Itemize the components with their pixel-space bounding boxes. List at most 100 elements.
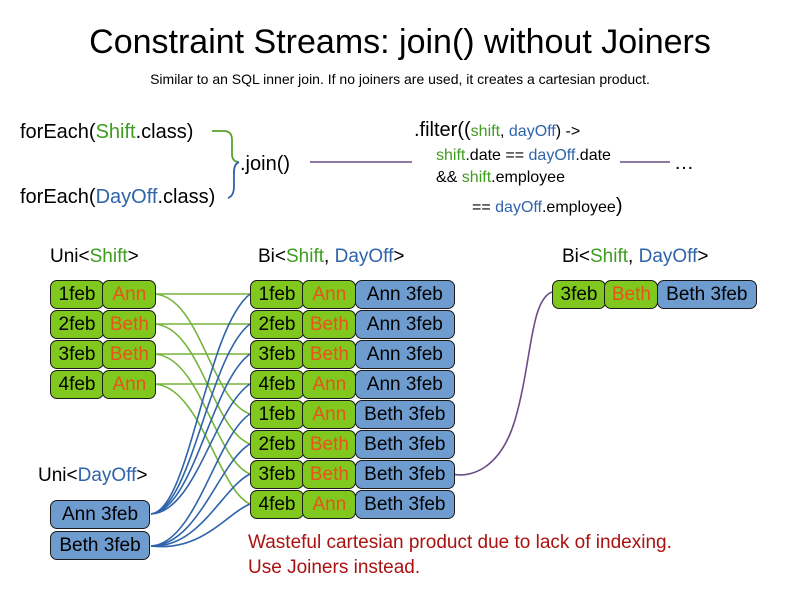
filter-l4-employee: .employee bbox=[541, 199, 616, 216]
filter-l2-date: .date bbox=[575, 147, 611, 164]
dayoff-cell: Beth 3feb bbox=[354, 490, 455, 519]
foreach-dayoff-suffix: .class) bbox=[157, 186, 216, 208]
bi-joined-row: 4feb Ann Beth 3feb bbox=[250, 490, 455, 519]
filter-l3-employee: .employee bbox=[491, 169, 565, 186]
shift-date-cell: 3feb bbox=[250, 460, 304, 489]
uni-shift-row: 4feb Ann bbox=[50, 370, 157, 399]
shift-employee-cell: Beth bbox=[604, 280, 659, 309]
uni-dayoff-header: Uni<DayOff> bbox=[38, 465, 148, 487]
uni-shift-row: 1feb Ann bbox=[50, 280, 157, 309]
foreach-dayoff-type: DayOff bbox=[95, 186, 158, 208]
shift-date-cell: 4feb bbox=[250, 490, 304, 519]
filter-l2-dayoff: dayOff bbox=[528, 147, 576, 164]
foreach-shift-prefix: forEach( bbox=[20, 121, 96, 143]
shift-employee-cell: Ann bbox=[302, 400, 357, 429]
warning-note: Wasteful cartesian product due to lack o… bbox=[248, 530, 708, 580]
bi-joined-row: 2feb Beth Ann 3feb bbox=[250, 310, 455, 339]
shift-employee-cell: Beth bbox=[302, 460, 357, 489]
filter-line-3: && shift.employee bbox=[436, 168, 622, 188]
shift-date-cell: 3feb bbox=[250, 340, 304, 369]
foreach-shift-code: forEach(Shift.class) bbox=[20, 120, 193, 144]
filter-l2-date-eq: .date == bbox=[465, 147, 529, 164]
shift-date-cell: 4feb bbox=[250, 370, 304, 399]
bi-filtered-comma: , bbox=[628, 246, 639, 267]
uni-dayoff-row: Beth 3feb bbox=[50, 531, 150, 560]
shift-employee-cell: Ann bbox=[302, 370, 357, 399]
filter-code: .filter((shift, dayOff) -> shift.date ==… bbox=[414, 118, 622, 218]
filter-l2-shift: shift bbox=[436, 147, 466, 164]
uni-shift-prefix: Uni< bbox=[50, 246, 90, 267]
bi-filtered-type1: Shift bbox=[590, 246, 629, 267]
shift-date-cell: 2feb bbox=[50, 310, 104, 339]
uni-shift-type: Shift bbox=[89, 246, 128, 267]
page-subtitle: Similar to an SQL inner join. If no join… bbox=[150, 71, 650, 87]
filter-l4-dayoff: dayOff bbox=[495, 199, 542, 216]
bi-filtered-header: Bi<Shift, DayOff> bbox=[562, 246, 708, 268]
dayoff-cell: Ann 3feb bbox=[354, 340, 455, 369]
shift-employee-cell: Ann bbox=[102, 280, 157, 309]
dayoff-cell: Ann 3feb bbox=[354, 310, 455, 339]
shift-employee-cell: Beth bbox=[102, 340, 157, 369]
filter-l3-and: && bbox=[436, 169, 462, 186]
dayoff-cell: Beth 3feb bbox=[354, 460, 455, 489]
dayoff-cell: Beth 3feb bbox=[656, 280, 757, 309]
shift-employee-cell: Ann bbox=[302, 280, 357, 309]
uni-dayoff-prefix: Uni< bbox=[38, 465, 78, 486]
shift-employee-cell: Ann bbox=[302, 490, 357, 519]
dayoff-cell: Ann 3feb bbox=[354, 280, 455, 309]
shift-date-cell: 2feb bbox=[250, 310, 304, 339]
uni-shift-row: 2feb Beth bbox=[50, 310, 157, 339]
shift-employee-cell: Beth bbox=[302, 430, 357, 459]
bi-joined-type2: DayOff bbox=[334, 246, 394, 267]
shift-date-cell: 1feb bbox=[250, 280, 304, 309]
foreach-shift-type: Shift bbox=[95, 121, 136, 143]
bi-joined-row: 1feb Ann Ann 3feb bbox=[250, 280, 455, 309]
dayoff-cell: Ann 3feb bbox=[50, 500, 150, 529]
filter-param-dayoff: dayOff bbox=[508, 123, 556, 140]
bi-joined-row: 2feb Beth Beth 3feb bbox=[250, 430, 455, 459]
uni-shift-header: Uni<Shift> bbox=[50, 246, 139, 268]
bi-joined-prefix: Bi< bbox=[258, 246, 286, 267]
filter-arrow: ) -> bbox=[555, 123, 581, 140]
bi-joined-row: 4feb Ann Ann 3feb bbox=[250, 370, 455, 399]
shift-employee-cell: Beth bbox=[302, 340, 357, 369]
foreach-dayoff-code: forEach(DayOff.class) bbox=[20, 185, 215, 209]
shift-date-cell: 4feb bbox=[50, 370, 104, 399]
bi-filtered-type2: DayOff bbox=[638, 246, 698, 267]
filter-line-4: == dayOff.employee) bbox=[472, 194, 622, 218]
shift-date-cell: 3feb bbox=[552, 280, 606, 309]
shift-date-cell: 1feb bbox=[50, 280, 104, 309]
shift-date-cell: 3feb bbox=[50, 340, 104, 369]
filter-line-1: .filter((shift, dayOff) -> bbox=[414, 118, 622, 142]
bi-joined-suffix: > bbox=[393, 246, 405, 267]
foreach-shift-suffix: .class) bbox=[135, 121, 194, 143]
bi-joined-comma: , bbox=[324, 246, 335, 267]
ellipsis-label: … bbox=[674, 152, 694, 174]
filter-param-shift: shift bbox=[470, 123, 501, 140]
uni-shift-row: 3feb Beth bbox=[50, 340, 157, 369]
bi-joined-header: Bi<Shift, DayOff> bbox=[258, 246, 404, 268]
bi-filtered-row: 3feb Beth Beth 3feb bbox=[552, 280, 757, 309]
bi-joined-row: 3feb Beth Ann 3feb bbox=[250, 340, 455, 369]
dayoff-cell: Beth 3feb bbox=[354, 430, 455, 459]
warning-line-1: Wasteful cartesian product due to lack o… bbox=[248, 532, 672, 553]
uni-shift-suffix: > bbox=[127, 246, 139, 267]
uni-dayoff-suffix: > bbox=[136, 465, 148, 486]
shift-employee-cell: Ann bbox=[102, 370, 157, 399]
bi-filtered-prefix: Bi< bbox=[562, 246, 590, 267]
dayoff-cell: Beth 3feb bbox=[354, 400, 455, 429]
bi-joined-row: 3feb Beth Beth 3feb bbox=[250, 460, 455, 489]
shift-employee-cell: Beth bbox=[102, 310, 157, 339]
shift-date-cell: 1feb bbox=[250, 400, 304, 429]
filter-l4-close-paren: ) bbox=[615, 195, 623, 217]
filter-comma: , bbox=[500, 123, 509, 140]
foreach-dayoff-prefix: forEach( bbox=[20, 186, 96, 208]
bi-filtered-suffix: > bbox=[697, 246, 709, 267]
bi-joined-row: 1feb Ann Beth 3feb bbox=[250, 400, 455, 429]
filter-l4-eq: == bbox=[472, 199, 496, 216]
page-title: Constraint Streams: join() without Joine… bbox=[89, 23, 711, 61]
filter-line-2: shift.date == dayOff.date bbox=[436, 146, 622, 166]
uni-dayoff-row: Ann 3feb bbox=[50, 500, 150, 529]
bi-joined-type1: Shift bbox=[286, 246, 325, 267]
